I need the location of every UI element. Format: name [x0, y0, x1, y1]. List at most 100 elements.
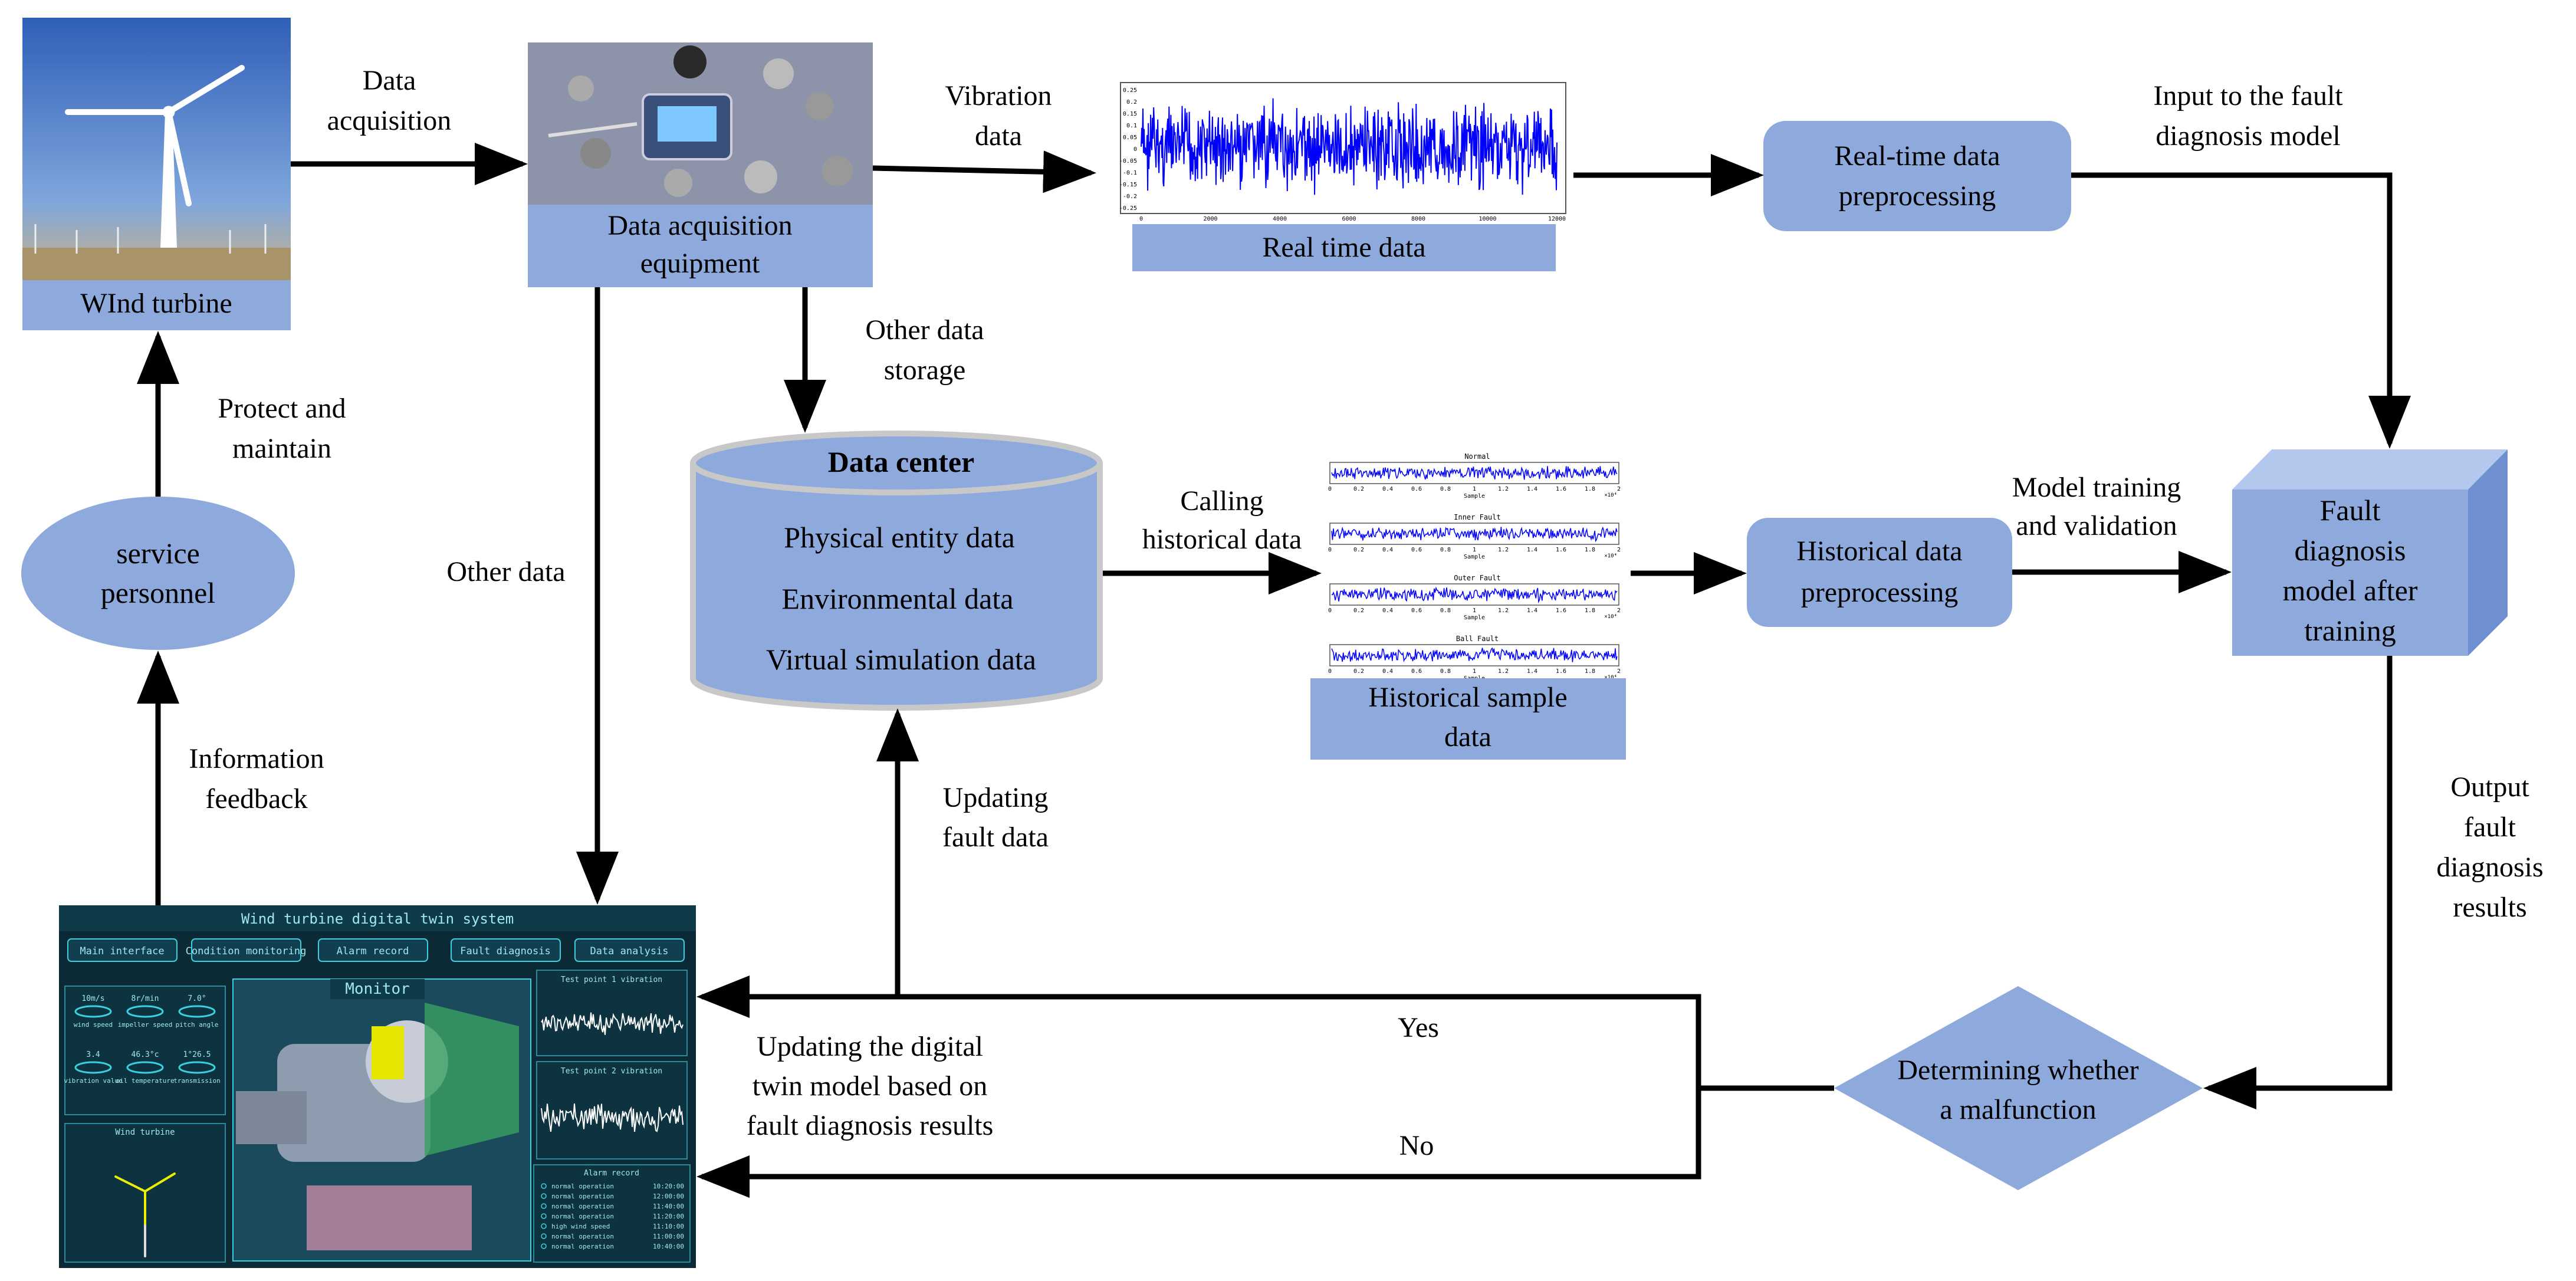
- realtime-y-tick: -0.15: [1119, 182, 1137, 188]
- historical-x-tick: 1.2: [1498, 607, 1509, 614]
- twin-gauge-label: impeller speed: [118, 1021, 173, 1029]
- historical-x-tick: 0.4: [1382, 607, 1393, 614]
- historical-x-tick: 0.8: [1440, 668, 1451, 675]
- wind-turbine-node: WInd turbine: [22, 18, 291, 330]
- twin-gauge-ring: [74, 1061, 112, 1074]
- historical-x-tick: 0.2: [1353, 486, 1364, 492]
- realtime-signal-line: [1141, 98, 1558, 195]
- label-data-acquisition-1: Data: [363, 65, 416, 96]
- historical-x-tick: 2: [1617, 668, 1621, 675]
- realtime-y-tick: 0.05: [1123, 134, 1137, 141]
- twin-mini-turbine-icon: [114, 1172, 176, 1257]
- service-personnel-node: service personnel: [21, 497, 295, 650]
- historical-preprocessing-box: [1747, 518, 2012, 627]
- arrow-decision-no-to-twin: [696, 1088, 1701, 1198]
- label-calling-2: historical data: [1142, 524, 1302, 555]
- twin-nav-bar: Main interface Condition monitoring Alar…: [67, 938, 685, 962]
- real-time-data-node: 0.250.20.150.10.050-0.05-0.1-0.15-0.2-0.…: [1119, 82, 1566, 271]
- twin-nav-alarm[interactable]: Alarm record: [337, 945, 409, 957]
- twin-gauge-ring: [74, 1005, 112, 1018]
- historical-x-tick: 0.4: [1382, 668, 1393, 675]
- twin-gauge-ring: [126, 1005, 164, 1018]
- historical-x-tick: 1.4: [1527, 547, 1537, 553]
- historical-x-tick: 1.6: [1556, 486, 1566, 492]
- gearbox-model-icon: [236, 1003, 519, 1250]
- twin-nav-main[interactable]: Main interface: [80, 945, 164, 957]
- data-center-node: Data center Physical entity data Environ…: [690, 431, 1103, 711]
- realtime-preprocessing-label-2: preprocessing: [1839, 180, 1996, 212]
- historical-x-tick: 0.8: [1440, 607, 1451, 614]
- arrow-daq-to-realtime: [872, 150, 1096, 193]
- label-output-1: Output: [2450, 771, 2529, 803]
- alarm-status-dot-icon: [541, 1183, 547, 1189]
- historical-x-label: Sample: [1464, 615, 1485, 621]
- historical-plot-title: Inner Fault: [1454, 513, 1500, 521]
- decision-node: Determining whether a malfunction: [1834, 986, 2203, 1190]
- edge-labels: Data acquisition Vibration data Input to…: [189, 65, 2543, 1161]
- twin-nav-analysis[interactable]: Data analysis: [590, 945, 668, 957]
- twin-alarm-panel: [533, 1164, 691, 1263]
- twin-gauge-label: transmission: [173, 1077, 220, 1085]
- historical-signal-line: [1331, 586, 1618, 604]
- realtime-y-tick: -0.25: [1119, 205, 1137, 212]
- label-output-4: results: [2453, 892, 2526, 923]
- label-output-2: fault: [2464, 812, 2516, 843]
- twin-gauge-label: oil temperature: [116, 1077, 174, 1085]
- label-model-training-2: and validation: [2016, 510, 2177, 541]
- label-update-twin-1: Updating the digital: [757, 1031, 983, 1062]
- twin-vib-line-1: [541, 1012, 684, 1035]
- historical-x-tick: 1.4: [1527, 607, 1537, 614]
- realtime-y-tick: -0.1: [1123, 170, 1137, 176]
- historical-preprocessing-node: Historical data preprocessing: [1747, 518, 2012, 627]
- twin-alarm-status: normal operation: [551, 1233, 614, 1240]
- twin-gauge-ring: [126, 1061, 164, 1074]
- twin-screen-title: Wind turbine digital twin system: [241, 911, 514, 927]
- fault-model-top-face: [2232, 449, 2508, 490]
- realtime-x-tick: 2000: [1203, 216, 1217, 222]
- historical-x-tick: 1: [1473, 547, 1476, 553]
- historical-x-tick: 1.4: [1527, 486, 1537, 492]
- background-turbines-icon: [34, 224, 267, 254]
- realtime-y-tick: 0.1: [1126, 123, 1137, 129]
- decision-diamond: [1834, 986, 2203, 1190]
- digital-twin-screen: Wind turbine digital twin system Main in…: [59, 905, 696, 1268]
- realtime-y-tick: -0.05: [1119, 158, 1137, 165]
- twin-vib-panel-1-label: Test point 1 vibration: [561, 975, 662, 984]
- historical-x-tick: 0.4: [1382, 547, 1393, 553]
- historical-x-tick: 0.6: [1411, 668, 1422, 675]
- realtime-x-tick: 12000: [1548, 216, 1566, 222]
- label-updating-fault-2: fault data: [942, 822, 1049, 853]
- wind-turbine-label: WInd turbine: [80, 288, 232, 319]
- twin-nav-condition[interactable]: Condition monitoring: [186, 945, 307, 957]
- twin-monitor-label: Monitor: [345, 980, 410, 998]
- historical-signal-line: [1331, 647, 1618, 662]
- historical-x-tick: 2: [1617, 547, 1621, 553]
- historical-x-tick: 0: [1328, 668, 1332, 675]
- historical-x-tick: 1.6: [1556, 668, 1566, 675]
- arrow-preprocess-to-model: [2071, 172, 2411, 449]
- historical-x-tick: 0.6: [1411, 547, 1422, 553]
- twin-alarm-time: 11:40:00: [653, 1203, 684, 1210]
- twin-vib-panel-2: [536, 1061, 688, 1160]
- historical-x-exponent: ×10⁴: [1604, 553, 1617, 559]
- historical-plot-title: Ball Fault: [1456, 635, 1499, 643]
- label-vibration-data-2: data: [975, 120, 1022, 152]
- daq-equipment-label-1: Data acquisition: [607, 210, 792, 241]
- twin-alarm-time: 12:00:00: [653, 1193, 684, 1200]
- twin-vib-line-2: [541, 1103, 684, 1132]
- twin-nav-fault[interactable]: Fault diagnosis: [460, 945, 551, 957]
- historical-x-tick: 1: [1473, 607, 1476, 614]
- label-other-storage-2: storage: [884, 354, 966, 386]
